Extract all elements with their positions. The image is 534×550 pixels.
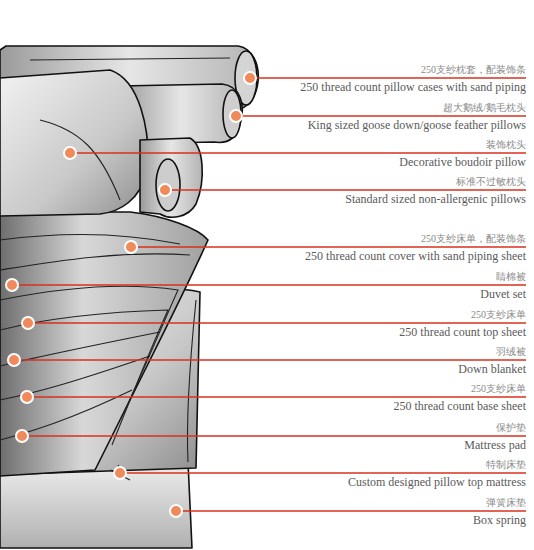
- chinese-label: 保护垫: [496, 422, 526, 434]
- chinese-label: 250支纱枕套，配装饰条: [421, 64, 526, 76]
- leader-line: [165, 189, 526, 190]
- leader-line: [70, 152, 526, 153]
- callout-dot: [170, 505, 182, 517]
- chinese-label: 弹簧床垫: [486, 497, 526, 509]
- english-label: Box spring: [473, 513, 526, 527]
- callout-dot: [114, 467, 126, 479]
- layer-line: [0, 286, 178, 420]
- chinese-label: 睛棉被: [496, 271, 526, 283]
- leader-line: [22, 435, 526, 436]
- english-label: Mattress pad: [464, 438, 526, 452]
- leader-line: [12, 284, 526, 285]
- chinese-label: 250支纱床单: [471, 309, 526, 321]
- standard-pillow-end: [156, 159, 180, 211]
- decorative-pillow: [0, 70, 148, 216]
- standard-pillow: [140, 138, 202, 217]
- chinese-label: 特制床垫: [486, 459, 526, 471]
- callout-dot: [8, 354, 20, 366]
- callout-dot: [22, 317, 34, 329]
- english-label: 250 thread count cover with sand piping …: [305, 249, 526, 263]
- leader-line: [176, 510, 526, 511]
- leader-line: [14, 359, 526, 360]
- callout-dot: [230, 110, 242, 122]
- callout-dot: [6, 279, 18, 291]
- mattress-seam: [187, 300, 196, 462]
- leader-line: [236, 115, 526, 116]
- english-label: Standard sized non-allergenic pillows: [345, 192, 526, 206]
- chinese-label: 超大鹅绒/鹅毛枕头: [443, 102, 526, 114]
- chinese-label: 250支纱床单，配装饰条: [421, 233, 526, 245]
- callout-dot: [21, 391, 33, 403]
- callout-dot: [125, 241, 137, 253]
- layer-line: [30, 58, 230, 60]
- chinese-label: 250支纱床单: [471, 383, 526, 395]
- english-label: Down blanket: [458, 362, 526, 376]
- leader-line: [28, 322, 526, 323]
- english-label: Duvet set: [480, 287, 526, 301]
- chinese-label: 羽绒被: [496, 346, 526, 358]
- english-label: 250 thread count pillow cases with sand …: [300, 80, 526, 94]
- leader-line: [250, 77, 526, 78]
- leader-line: [120, 472, 526, 473]
- callout-dot: [16, 430, 28, 442]
- english-label: 250 thread count top sheet: [399, 325, 526, 339]
- callout-dot: [64, 147, 76, 159]
- callout-dot: [159, 184, 171, 196]
- english-label: Decorative boudoir pillow: [399, 155, 526, 169]
- english-label: 250 thread count base sheet: [393, 399, 526, 413]
- layer-line: [0, 310, 168, 445]
- callout-dot: [244, 72, 256, 84]
- leader-line: [27, 396, 526, 397]
- layer-line: [0, 254, 190, 270]
- chinese-label: 装饰枕头: [486, 139, 526, 151]
- english-label: Custom designed pillow top mattress: [348, 475, 526, 489]
- english-label: King sized goose down/goose feather pill…: [308, 118, 526, 132]
- chinese-label: 标准不过敏枕头: [456, 176, 526, 188]
- king-pillow-end: [223, 90, 241, 138]
- layer-line: [0, 234, 180, 244]
- leader-line: [131, 246, 526, 247]
- layer-line: [40, 120, 120, 200]
